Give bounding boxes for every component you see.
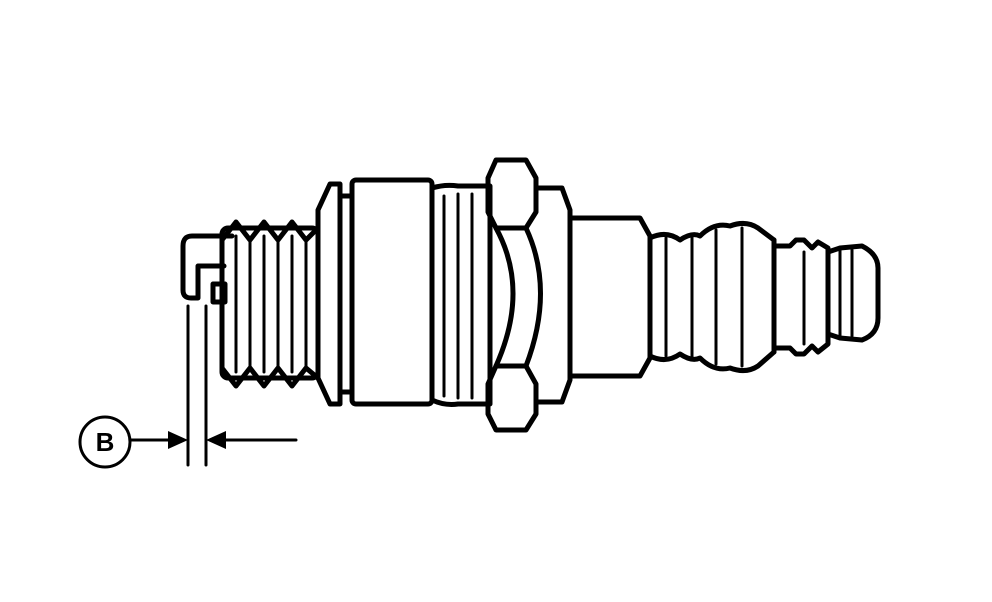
callout-label: B (96, 427, 115, 457)
hex-nut (485, 157, 543, 433)
gap-arrowhead-left (168, 431, 188, 449)
ground-electrode (180, 233, 235, 301)
terminal (771, 237, 881, 357)
gap-arrowhead-right (206, 431, 226, 449)
insulator (567, 215, 777, 379)
callout-b: B (78, 415, 132, 469)
center-electrode (210, 281, 228, 305)
shell-body (349, 177, 493, 407)
thread-section (219, 219, 321, 389)
gap-indicator (128, 304, 298, 467)
sealing-washer (315, 181, 355, 407)
shell-crimp (533, 185, 573, 405)
